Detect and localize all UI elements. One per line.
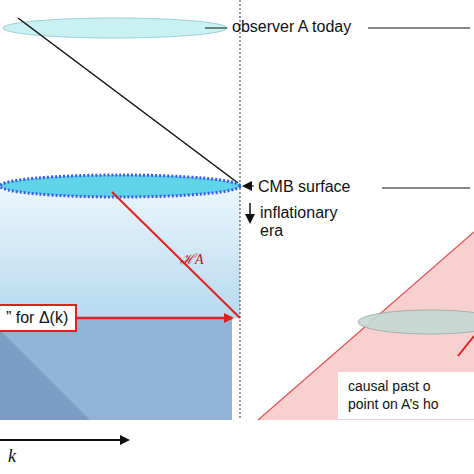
- node-text: ” for Δ(k): [6, 309, 69, 327]
- era-label: inflationary era: [260, 204, 340, 241]
- cmb-label: CMB surface: [258, 178, 350, 196]
- wavenumber-label: k: [8, 446, 16, 467]
- red-callout-box: ” for Δ(k): [0, 304, 77, 332]
- causal-past-box: causal past o point on A’s ho: [338, 372, 474, 419]
- node-text: causal past o point on A’s ho: [348, 378, 460, 413]
- observer-label: observer A today: [232, 18, 351, 36]
- horizon-symbol: ℋA: [180, 252, 204, 268]
